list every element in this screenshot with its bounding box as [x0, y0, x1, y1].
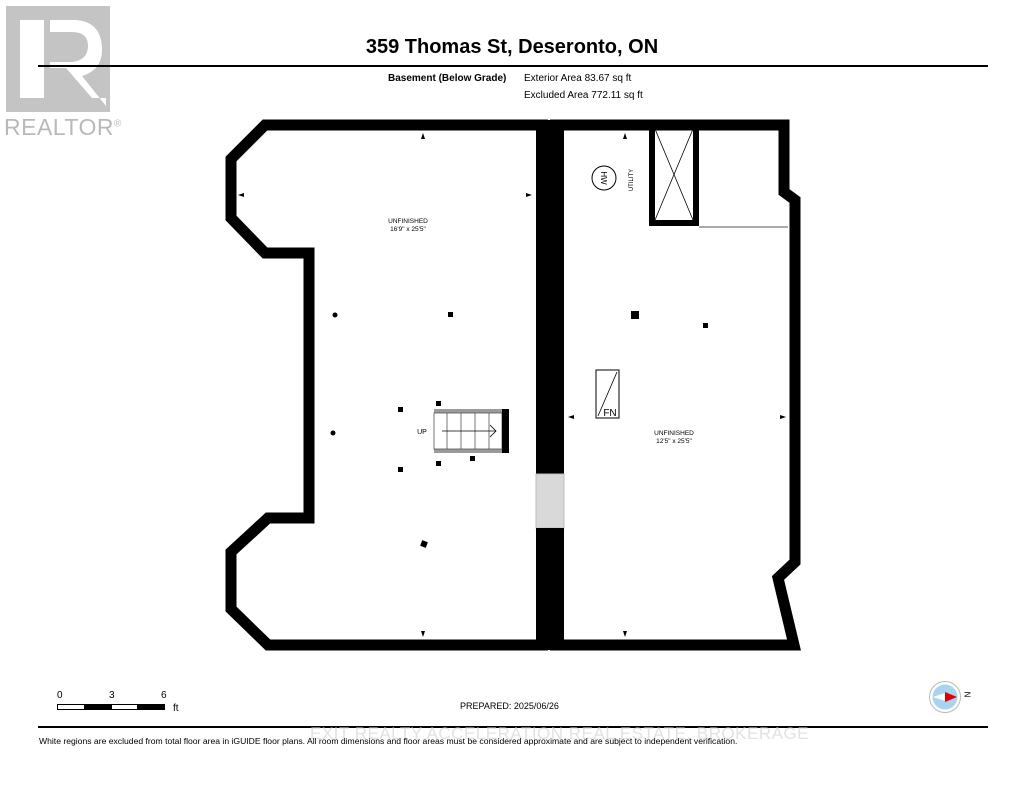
realtor-r-icon [20, 20, 106, 106]
utility-shaft [649, 123, 788, 228]
support-posts [330, 311, 708, 548]
svg-text:FN: FN [603, 408, 616, 419]
svg-text:HW: HW [599, 171, 608, 185]
room-label-right: UNFINISHED 12'5" x 25'5" [634, 430, 714, 446]
right-room-walls [550, 119, 801, 651]
compass-north-label: N [962, 691, 972, 698]
footer-divider [38, 726, 988, 728]
compass-icon [929, 681, 961, 713]
dimension-markers [238, 133, 786, 637]
realtor-logo [6, 6, 110, 112]
prepared-date: PREPARED: 2025/06/26 [460, 701, 559, 711]
left-room-walls [225, 119, 548, 651]
room-dimensions: 12'5" x 25'5" [656, 438, 692, 445]
registered-mark: ® [114, 118, 122, 130]
room-name: UNFINISHED [654, 430, 694, 437]
center-wall-lower [536, 528, 564, 650]
excluded-area: Excluded Area 772.11 sq ft [524, 90, 643, 101]
furnace-icon: FN [595, 369, 620, 419]
center-wall-upper [536, 120, 564, 474]
room-label-left: UNFINISHED 16'9" x 25'5" [368, 218, 448, 234]
logo-wordmark: REALTOR [4, 114, 115, 140]
scale-tick-0: 0 [57, 690, 63, 701]
realtor-logo-text: REALTOR® [4, 114, 122, 141]
disclaimer-text: White regions are excluded from total fl… [39, 736, 738, 746]
center-wall-opening [535, 473, 565, 529]
page-title: 359 Thomas St, Deseronto, ON [365, 36, 659, 58]
scale-unit: ft [173, 703, 179, 714]
floor-label: Basement (Below Grade) [388, 73, 507, 84]
scale-tick-3: 3 [109, 690, 115, 701]
utility-label: UTILITY [629, 169, 635, 191]
water-heater-icon: HW [591, 165, 617, 191]
brokerage-watermark: EXIT REALTY ACCELERATION REAL ESTATE, BR… [310, 724, 810, 743]
room-name: UNFINISHED [388, 218, 428, 225]
scale-bar [57, 704, 165, 710]
scale-tick-6: 6 [161, 690, 167, 701]
stairs-icon [433, 409, 509, 453]
title-divider [38, 65, 988, 67]
exterior-area: Exterior Area 83.67 sq ft [524, 73, 632, 84]
stairs-up-label: UP [417, 429, 427, 436]
room-dimensions: 16'9" x 25'5" [390, 226, 426, 233]
